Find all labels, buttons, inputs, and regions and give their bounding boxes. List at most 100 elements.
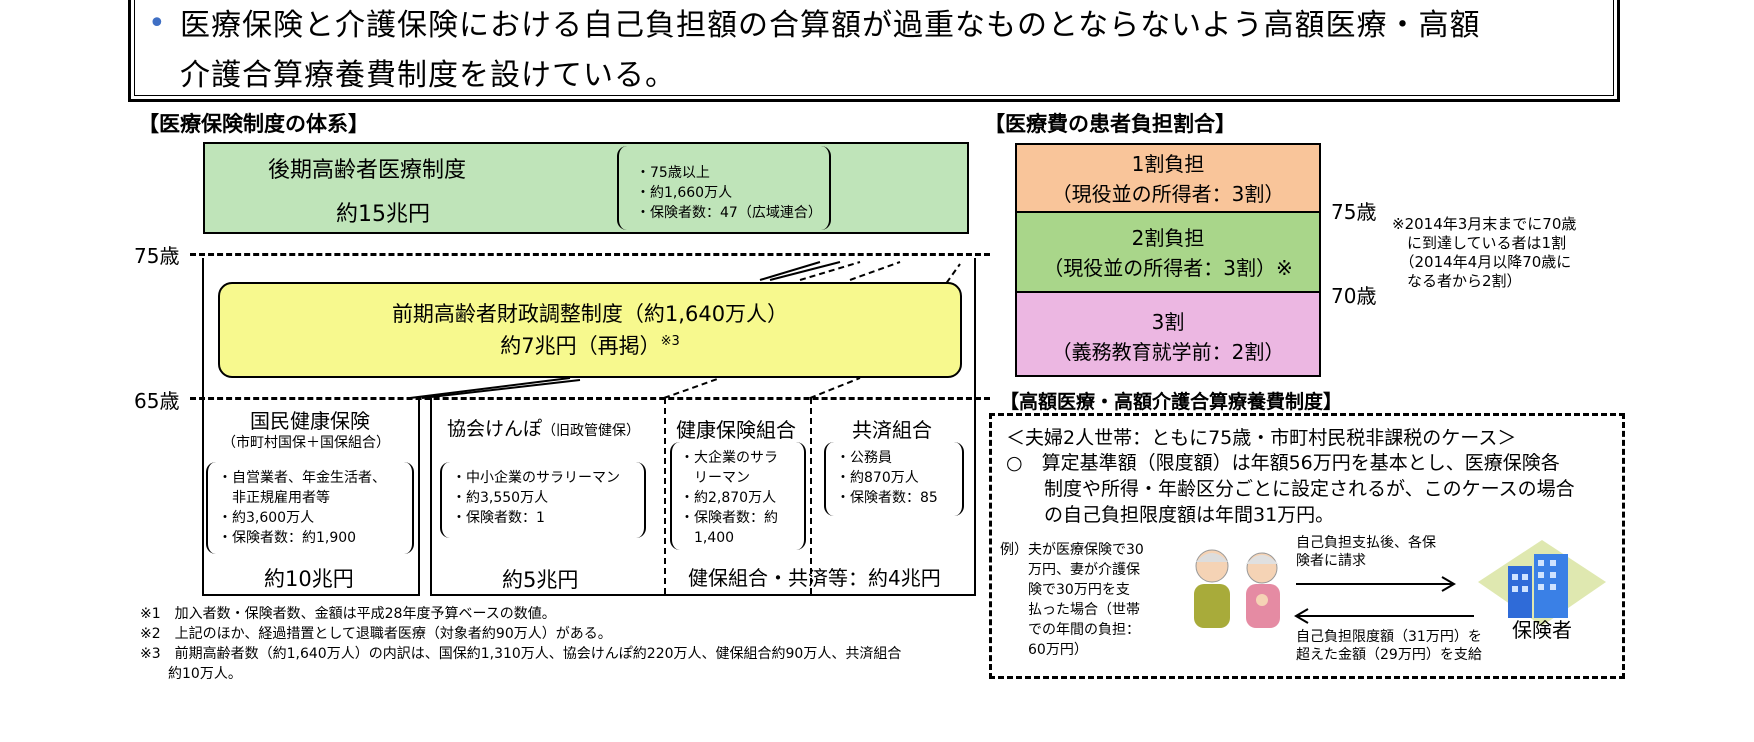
note-line: ※2014年3月末までに70歳	[1392, 215, 1577, 233]
kokuho-bottom	[202, 594, 420, 596]
note-line: ・保険者数：47（広域連合）	[636, 205, 822, 221]
insurer-label: 保険者	[1512, 618, 1572, 642]
example-line: での年間の負担：	[1000, 622, 1140, 638]
kyosai-notes: ・公務員 ・約870万人 ・保険者数：85	[836, 448, 938, 508]
age-75-divider	[190, 253, 990, 256]
arrow-label-line: 超えた金額（29万円）を支給	[1296, 647, 1482, 663]
note-line: ・約3,600万人	[218, 510, 315, 526]
summary-line-2: 介護合算療養費制度を設けている。	[180, 58, 676, 93]
age-75-label: 75歳	[134, 244, 180, 268]
burden-note: ※2014年3月末までに70歳 に到達している者は1割 （2014年4月以降70…	[1392, 215, 1576, 291]
note-line: 1,400	[680, 530, 735, 546]
burden-age-70: 70歳	[1331, 284, 1377, 308]
footnote: 約10万人。	[140, 666, 242, 682]
tier-label: 3割	[1151, 310, 1185, 334]
burden-title: 【医療費の患者負担割合】	[984, 112, 1236, 136]
note-line: 非正規雇用者等	[218, 490, 330, 506]
kenpo-name: 健康保険組合	[676, 418, 796, 442]
kokuho-notes: ・自営業者、年金生活者、 非正規雇用者等 ・約3,600万人 ・保険者数：約1,…	[218, 468, 386, 548]
note-line: ・自営業者、年金生活者、	[218, 470, 386, 486]
connector-lines	[409, 261, 961, 399]
late-elderly-amount: 約15兆円	[336, 202, 430, 227]
summary-frame-inner	[134, 0, 1614, 96]
kokuho-sub: （市町村国保＋国保組合）	[222, 435, 390, 451]
age-65-divider	[190, 397, 990, 400]
note-line: ・保険者数：約1,900	[218, 530, 357, 546]
note-line: リーマン	[680, 470, 750, 486]
kyokai-notes: ・中小企業のサラリーマン ・約3,550万人 ・保険者数：1	[452, 468, 620, 528]
kokuho-bracket	[206, 462, 414, 554]
note-line: ・中小企業のサラリーマン	[452, 470, 620, 486]
frame-right	[974, 258, 976, 596]
kyokai-bracket	[440, 462, 646, 538]
example-line: 例）夫が医療保険で30	[1000, 542, 1144, 558]
early-elderly-line1: 前期高齢者財政調整制度（約1,640万人）	[391, 302, 789, 326]
elderly-couple-icon	[1194, 549, 1280, 628]
footnotes: ※1 加入者数・保険者数、金額は平成28年度予算ベースの数値。 ※2 上記のほか…	[140, 604, 901, 684]
note-line: に到達している者は1割	[1392, 234, 1567, 252]
note-line: （2014年4月以降70歳に	[1392, 253, 1572, 271]
body-line: の自己負担限度額は年間31万円。	[1006, 504, 1335, 526]
age-65-label: 65歳	[134, 389, 180, 413]
tier-sub: （現役並の所得者：3割）※	[1043, 256, 1293, 280]
summary-frame	[128, 0, 1620, 102]
kenpo-notes: ・大企業のサラ リーマン ・約2,870万人 ・保険者数：約 1,400	[680, 448, 778, 548]
kyokai-amount: 約5兆円	[502, 568, 579, 592]
burden-tier-2: 2割負担 （現役並の所得者：3割）※	[1015, 211, 1321, 293]
burden-tier-1: 1割負担 （現役並の所得者：3割）	[1015, 143, 1321, 213]
body-line: 制度や所得・年齢区分ごとに設定されるが、このケースの場合	[1006, 478, 1575, 500]
body-line: ○ 算定基準額（限度額）は年額56万円を基本とし、医療保険各	[1006, 452, 1560, 474]
gassan-example: 例）夫が医療保険で30 万円、妻が介護保 険で30万円を支 払った場合（世帯 で…	[1000, 540, 1144, 660]
bullet-icon: •	[148, 6, 166, 41]
early-elderly-line2: 約7兆円（再掲）※3	[218, 330, 962, 360]
note-line: ・約2,870万人	[680, 490, 777, 506]
late-elderly-box	[203, 142, 969, 234]
note-line: ・75歳以上	[636, 165, 710, 181]
note-line: ・保険者数：約	[680, 510, 778, 526]
kyokai-left	[430, 398, 432, 596]
example-line: 払った場合（世帯	[1000, 602, 1140, 618]
early-elderly-box	[218, 282, 962, 378]
kyosai-divider	[810, 398, 812, 594]
arrow-label-line: 自己負担支払後、各保	[1296, 535, 1436, 551]
late-elderly-name: 後期高齢者医療制度	[268, 158, 467, 183]
note-line: ・保険者数：1	[452, 510, 545, 526]
kyosai-name: 共済組合	[852, 418, 932, 442]
note-line: ・約3,550万人	[452, 490, 549, 506]
kenpo-divider	[664, 398, 666, 594]
note-line: ・約870万人	[836, 470, 919, 486]
kyokai-name-row: 協会けんぽ（旧政管健保）	[447, 414, 640, 441]
summary-line-1: 医療保険と介護保険における自己負担額の合算額が過重なものとならないよう高額医療・…	[180, 8, 1481, 43]
early-elderly-note-mark: ※3	[660, 334, 680, 349]
kokuho-right	[418, 398, 420, 596]
kyokai-sub: （旧政管健保）	[542, 423, 641, 439]
arrow-label-line: 険者に請求	[1296, 553, 1366, 569]
early-elderly-amount: 約7兆円（再掲）	[500, 334, 661, 358]
note-line: ・保険者数：85	[836, 490, 938, 506]
kyokai-name: 協会けんぽ	[447, 418, 543, 440]
footnote: ※2 上記のほか、経過措置として退職者医療（対象者約90万人）がある。	[140, 626, 612, 642]
gassan-title: 【高額医療・高額介護合算療養費制度】	[1000, 391, 1343, 413]
arrow-right-icon	[1296, 576, 1456, 592]
arrow-left-label: 自己負担限度額（31万円）を 超えた金額（29万円）を支給	[1296, 628, 1482, 664]
kenpo-bracket	[670, 442, 806, 550]
example-line: 万円、妻が介護保	[1000, 562, 1140, 578]
kokuho-name: 国民健康保険	[250, 409, 370, 433]
kenpo-kyosai-amount: 健保組合・共済等：約4兆円	[688, 566, 941, 590]
footnote: ※3 前期高齢者数（約1,640万人）の内訳は、国保約1,310万人、協会けんぽ…	[140, 646, 902, 662]
arrow-right-label: 自己負担支払後、各保 険者に請求	[1296, 534, 1436, 570]
burden-tier-3: 3割 （義務教育就学前：2割）	[1015, 291, 1321, 377]
tier-label: 1割負担	[1131, 152, 1205, 176]
gassan-case: ＜夫婦2人世帯：ともに75歳・市町村民税非課税のケース＞	[1006, 427, 1517, 449]
example-line: 険で30万円を支	[1000, 582, 1130, 598]
building-icon	[1478, 540, 1606, 626]
note-line: ・約1,660万人	[636, 185, 733, 201]
late-elderly-notes: ・75歳以上 ・約1,660万人 ・保険者数：47（広域連合）	[636, 163, 822, 223]
note-line: ・公務員	[836, 450, 892, 466]
tier-label: 2割負担	[1131, 226, 1205, 250]
tier-sub: （現役並の所得者：3割）	[1051, 182, 1285, 206]
system-title: 【医療保険制度の体系】	[138, 112, 369, 136]
gassan-body: ○ 算定基準額（限度額）は年額56万円を基本とし、医療保険各 制度や所得・年齢区…	[1006, 450, 1575, 528]
note-line: ・大企業のサラ	[680, 450, 778, 466]
example-line: 60万円）	[1000, 642, 1088, 658]
